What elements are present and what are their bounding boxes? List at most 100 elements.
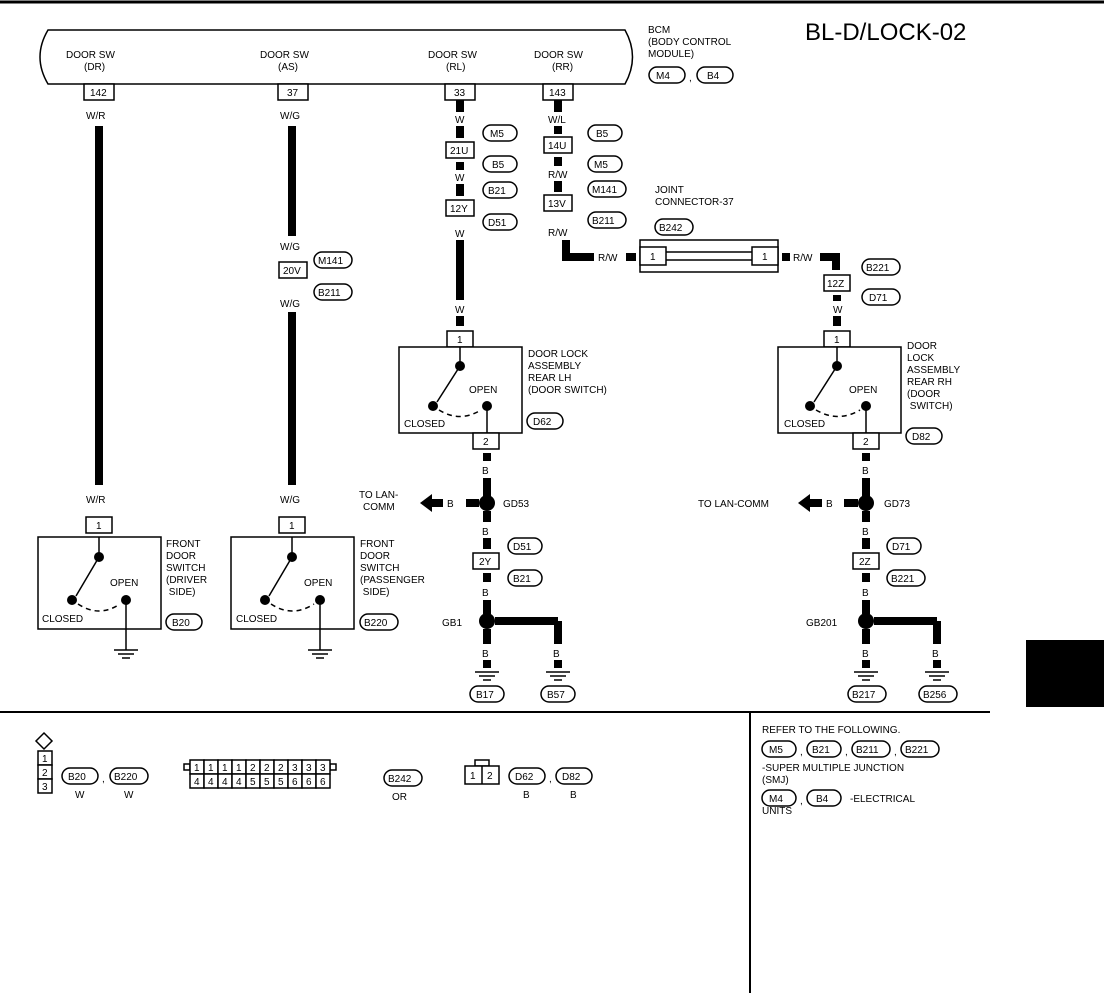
gd53-to-line2: COMM: [363, 502, 395, 513]
gd53-name: GD53: [503, 499, 530, 510]
refer-elec-m4: M4: [769, 794, 783, 805]
wire-color-rh-2: W: [833, 305, 843, 316]
joint-line1: JOINT: [655, 185, 684, 196]
front-dr-line5: SIDE): [166, 587, 195, 598]
c21u-box: [445, 141, 475, 159]
legend-b220-oval: [109, 767, 149, 785]
refer-elec-b4: B4: [816, 794, 829, 805]
front-as-closed-label: CLOSED: [236, 614, 277, 625]
c14u-box: [543, 136, 573, 154]
legend-d82-oval: [555, 767, 593, 785]
legend-2pin-2: 2: [487, 771, 493, 782]
refer-elec-b4-oval: [806, 789, 842, 807]
legend-b242: B242: [388, 774, 412, 785]
ground-b256-icon: [925, 671, 949, 681]
front-dr-line3: SWITCH: [166, 563, 205, 574]
legend-b242-color: OR: [392, 792, 407, 803]
c12z-pin: 12Z: [827, 279, 844, 290]
front-dr-ground-icon: [114, 649, 138, 659]
legend-b242-cell: [315, 773, 331, 789]
c2y-ref2-oval: [507, 569, 543, 587]
wire-color-rh-6: B: [862, 649, 869, 660]
bcm-sw-rr-line1: DOOR SW: [534, 50, 583, 61]
front-as-line2: DOOR: [360, 551, 390, 562]
gb1-splice: [479, 613, 495, 629]
legend-b220: B220: [114, 772, 138, 783]
gb201-splice: [858, 613, 874, 629]
front-dr-line4: (DRIVER: [166, 575, 207, 586]
rear-lh-line4: (DOOR SWITCH): [528, 385, 607, 396]
legend-b242-pin: 5: [264, 777, 270, 788]
c12z-ref1: B221: [866, 263, 890, 274]
bcm-pin-33: 33: [454, 88, 466, 99]
ground-b57-oval: [540, 685, 576, 703]
c21u-ref1: M5: [490, 129, 504, 140]
front-dr-pin: 1: [96, 521, 102, 532]
front-as-ref-oval: [359, 613, 399, 631]
bcm-pin-142-box: [83, 83, 115, 101]
front-as-line4: (PASSENGER: [360, 575, 425, 586]
front-dr-open-label: OPEN: [110, 578, 138, 589]
bcm-pin-37: 37: [287, 88, 299, 99]
gd73-branch-color: B: [826, 499, 833, 510]
rear-rh-ref: D82: [912, 432, 931, 443]
rear-rh-line3: ASSEMBLY: [907, 365, 960, 376]
wire-color-rl-3: W: [455, 229, 465, 240]
legend-b242-pin: 1: [222, 763, 228, 774]
legend-d82-color: B: [570, 790, 577, 801]
legend-sep-1: ,: [102, 774, 105, 785]
front-as-ground-icon: [308, 649, 332, 659]
wire-color-rl-6: B: [482, 527, 489, 538]
refer-smj-text2: (SMJ): [762, 775, 789, 786]
front-as-line5: SIDE): [360, 587, 389, 598]
joint-ref-oval: [654, 218, 694, 236]
c12y-ref1-oval: [482, 181, 518, 199]
wire-color-rr-3: R/W: [548, 228, 568, 239]
wire-color-as-mid2: W/G: [280, 299, 300, 310]
front-dr-pin-box: [85, 516, 113, 534]
legend-3pin-cell3: [37, 778, 53, 794]
bcm-ref-b4-oval: [696, 66, 734, 84]
front-as-line3: SWITCH: [360, 563, 399, 574]
wire-color-rl-8: B: [482, 649, 489, 660]
front-as-arm: [268, 556, 293, 597]
c20v-pin: 20V: [283, 266, 301, 277]
wire-color-rl-1: W: [455, 115, 465, 126]
c12y-ref2: D51: [488, 218, 507, 229]
wire-color-rh-1: R/W: [793, 253, 813, 264]
rear-lh-line1: DOOR LOCK: [528, 349, 588, 360]
bcm-title-1: BCM: [648, 25, 670, 36]
c13v-ref2: B211: [592, 216, 615, 227]
legend-b242-pin: 6: [292, 777, 298, 788]
rear-rh-contact-closed: [805, 401, 815, 411]
refer-elec-m4-oval: [761, 789, 797, 807]
front-dr-line2: DOOR: [166, 551, 196, 562]
bcm-title-3: MODULE): [648, 49, 694, 60]
legend-2pin-1: 1: [470, 771, 476, 782]
refer-elec-sep: ,: [800, 796, 803, 807]
ground-b217-icon: [854, 671, 878, 681]
rear-rh-pin-top: 1: [834, 335, 840, 346]
c20v-ref2-oval: [313, 283, 353, 301]
front-dr-arm: [75, 556, 100, 597]
front-as-pin-box: [278, 516, 306, 534]
c13v-pin: 13V: [548, 199, 566, 210]
legend-b242-latch-left: [183, 763, 191, 771]
legend-b242-pin: 6: [306, 777, 312, 788]
refer-smj-b221: B221: [905, 745, 929, 756]
ground-b57-icon: [546, 671, 570, 681]
joint-pin-left-box: [639, 246, 667, 266]
gb1-branch-color: B: [553, 649, 560, 660]
c14u-ref1: B5: [596, 129, 609, 140]
gd53-branch-color: B: [447, 499, 454, 510]
front-as-contact-closed: [260, 595, 270, 605]
legend-b220-color: W: [124, 790, 134, 801]
connector-key-icon: [34, 731, 54, 751]
wire-color-as-bottom: W/G: [280, 495, 300, 506]
legend-b242-pin: 2: [278, 763, 284, 774]
front-dr-ref-oval: [165, 613, 203, 631]
bcm-ref-m4: M4: [656, 71, 670, 82]
legend-b242-pin: 4: [208, 777, 214, 788]
legend-3pin-3: 3: [42, 782, 48, 793]
